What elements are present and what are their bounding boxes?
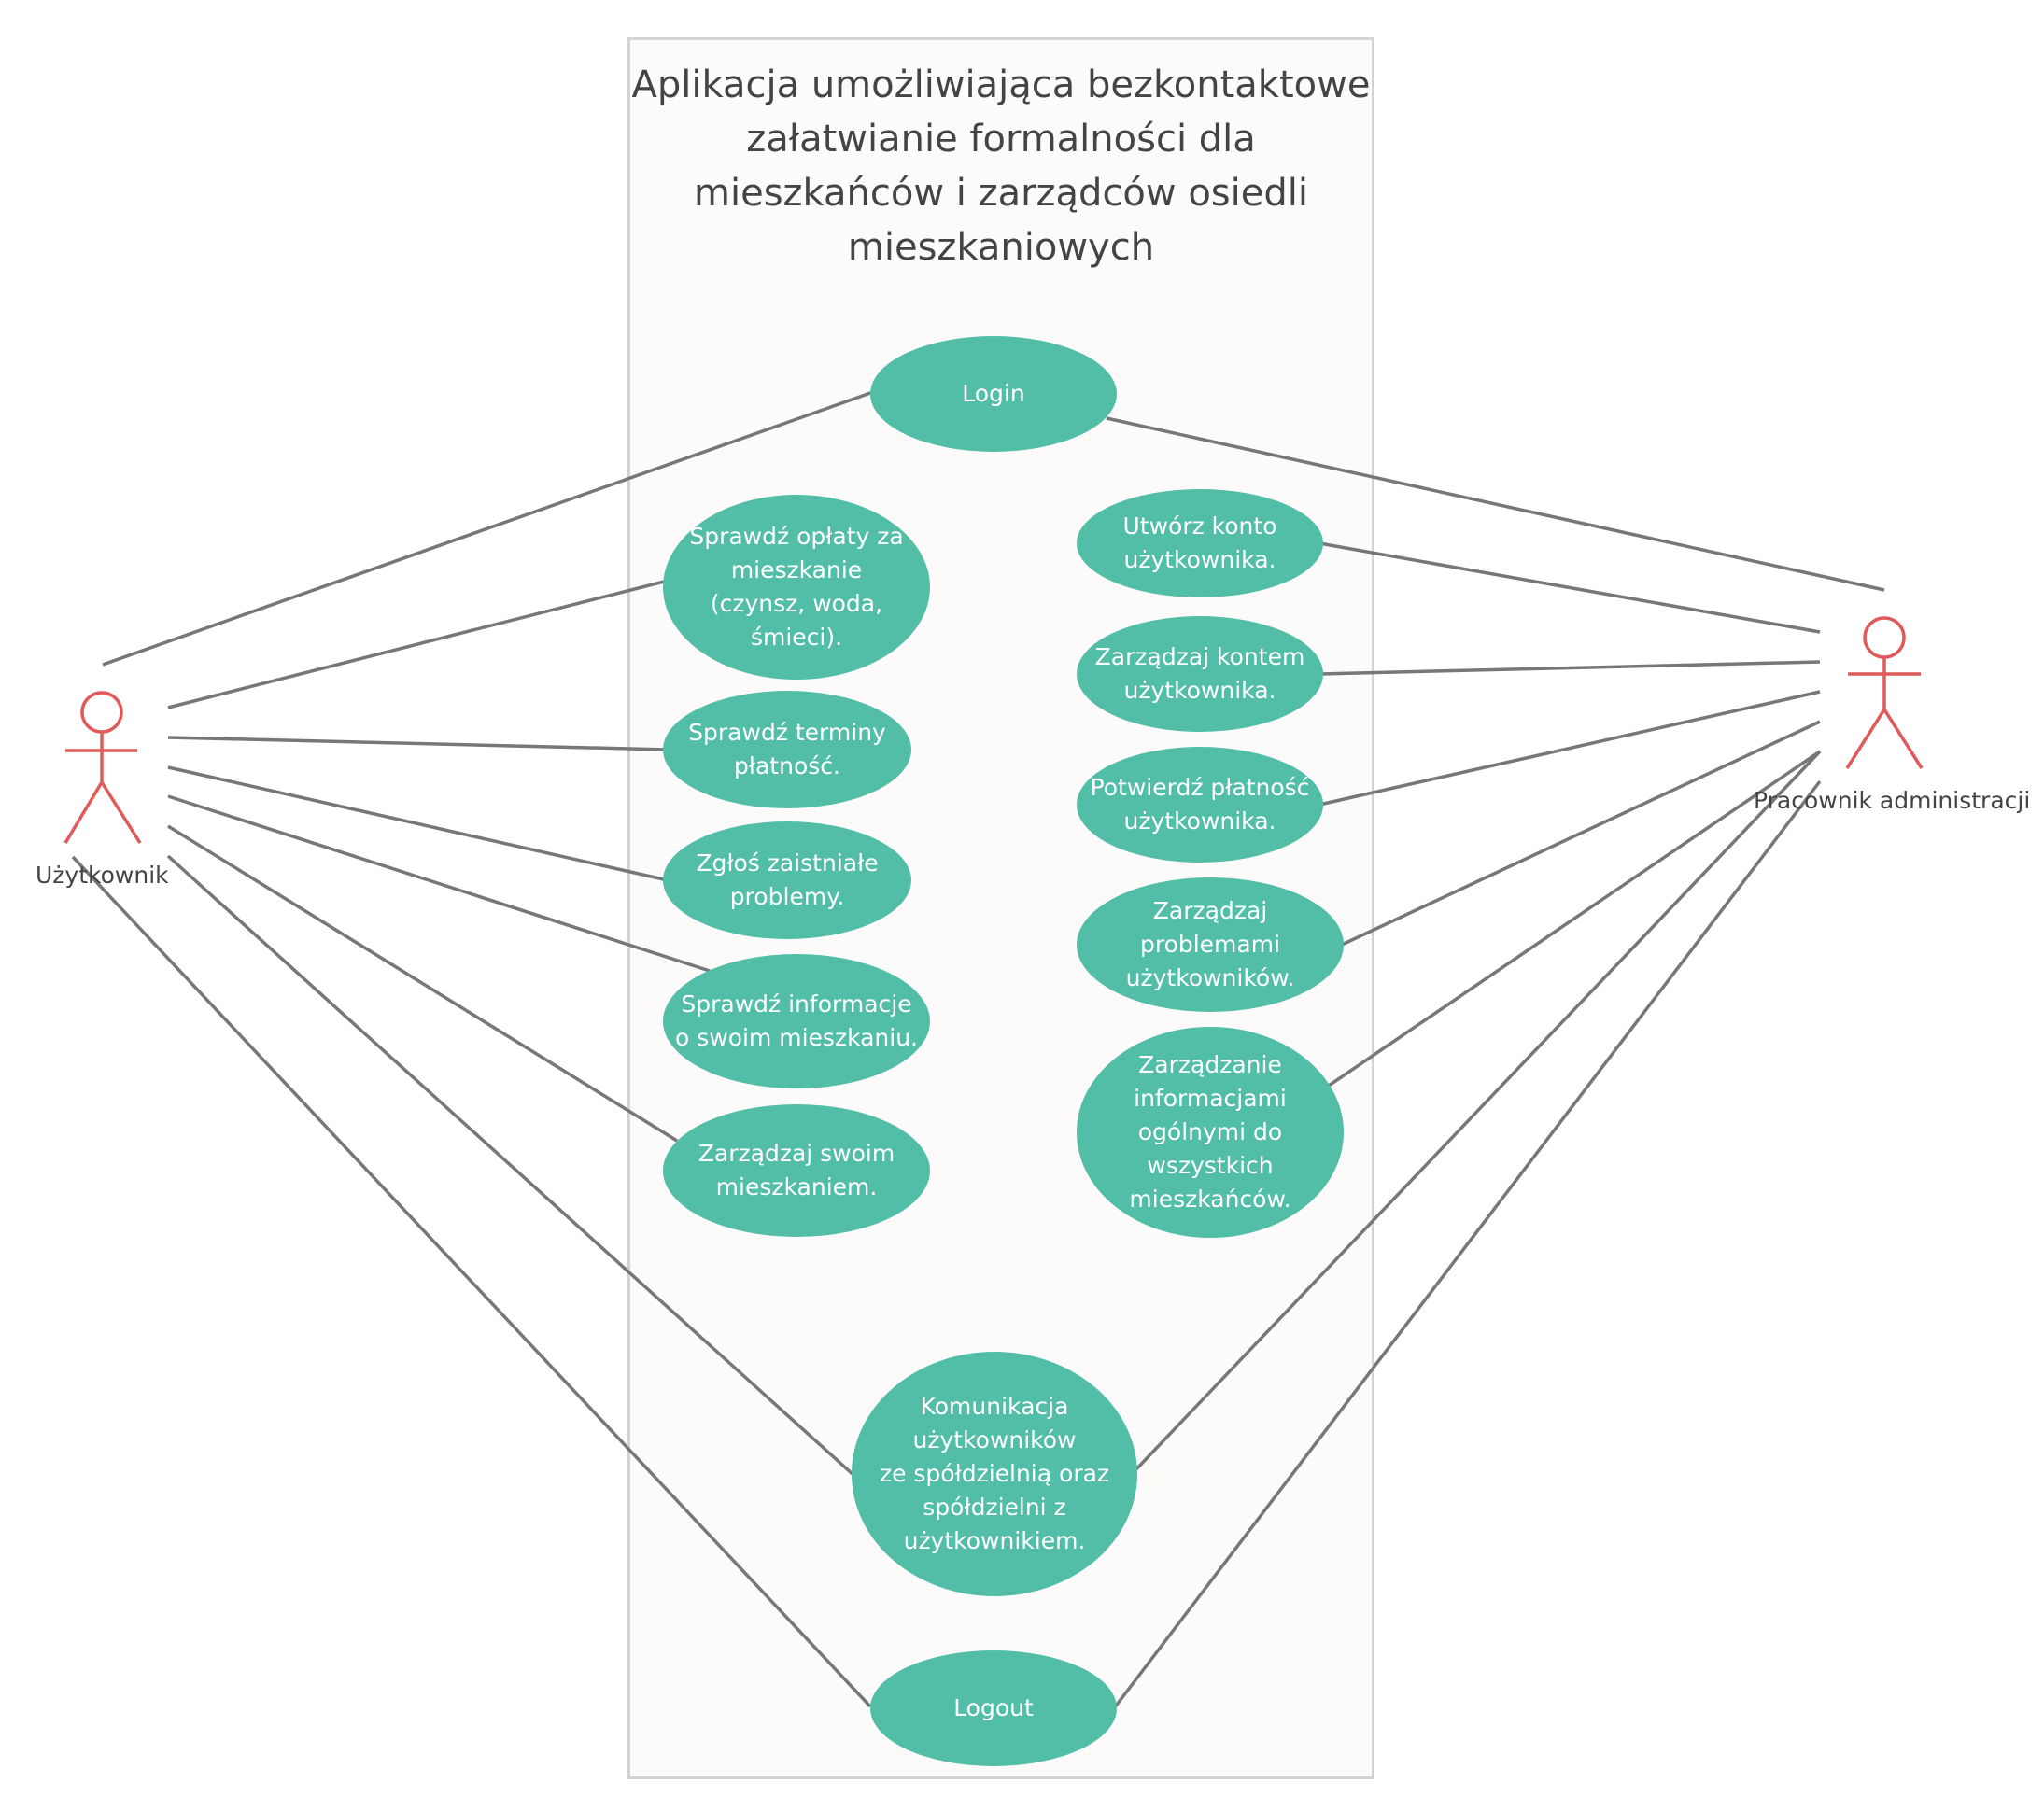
actor-admin [1845,616,1924,769]
use-case-manage-general-info-label: Zarządzanie informacjami ogólnymi do wsz… [1129,1051,1291,1213]
assoc-admin-manage-account [1318,660,1821,676]
use-case-manage-general-info[interactable]: Zarządzanie informacjami ogólnymi do wsz… [1077,1027,1344,1238]
actor-user-head [80,691,123,734]
assoc-admin-confirm-payment [1318,690,1821,807]
use-case-check-info-label: Sprawdź informacje o swoim mieszkaniu. [674,990,919,1051]
use-case-manage-problems[interactable]: Zarządzaj problemami użytkowników. [1077,877,1344,1012]
use-case-confirm-payment[interactable]: Potwierdź płatność użytkownika. [1077,747,1323,863]
use-case-communication-label: Komunikacja użytkowników ze spółdzielnią… [879,1393,1110,1554]
title-line-4: mieszkaniowych [847,226,1155,269]
use-case-manage-account-label: Zarządzaj kontem użytkownika. [1094,643,1305,704]
use-case-logout[interactable]: Logout [870,1650,1117,1766]
use-case-check-deadlines[interactable]: Sprawdź terminy płatność. [663,691,911,808]
actor-admin-left-leg [1845,709,1886,769]
assoc-user-report-problems [167,765,669,882]
actor-admin-label: Pracownik administracji [1754,787,2031,814]
actor-admin-right-leg [1882,709,1924,769]
use-case-manage-account[interactable]: Zarządzaj kontem użytkownika. [1077,616,1323,732]
actor-user [63,691,142,844]
use-case-logout-label: Logout [953,1694,1034,1721]
use-case-login[interactable]: Login [870,336,1117,452]
system-title: Aplikacja umożliwiająca bezkontaktowe za… [627,58,1374,274]
assoc-user-logout [71,855,872,1708]
assoc-admin-manage-problems [1341,720,1821,947]
use-case-check-deadlines-label: Sprawdź terminy płatność. [688,719,886,779]
title-line-3: mieszkańców i zarządców osiedli [694,172,1308,215]
use-case-check-info[interactable]: Sprawdź informacje o swoim mieszkaniu. [663,954,930,1088]
use-case-manage-flat[interactable]: Zarządzaj swoim mieszkaniem. [663,1104,930,1237]
use-case-check-fees-label: Sprawdź opłaty za mieszkanie (czynsz, wo… [689,523,904,651]
use-case-create-account[interactable]: Utwórz konto użytkownika. [1077,489,1323,597]
assoc-user-check-deadlines [167,736,669,751]
assoc-user-check-info [167,794,711,973]
actor-user-right-leg [100,781,142,844]
title-line-2: załatwianie formalności dla [746,118,1256,161]
assoc-admin-login [1106,416,1885,592]
assoc-user-communication [166,854,855,1477]
use-case-manage-problems-label: Zarządzaj problemami użytkowników. [1125,897,1295,991]
use-case-create-account-label: Utwórz konto użytkownika. [1122,512,1277,573]
use-case-login-label: Login [962,380,1025,407]
assoc-user-manage-flat [167,824,678,1143]
assoc-user-check-fees [167,579,669,709]
actor-user-left-leg [63,781,104,844]
actor-user-label: Użytkownik [35,862,169,889]
assoc-user-login [102,390,874,667]
use-case-communication[interactable]: Komunikacja użytkowników ze spółdzielnią… [852,1352,1137,1596]
actor-admin-head [1863,616,1906,659]
use-case-confirm-payment-label: Potwierdź płatność użytkownika. [1090,774,1310,835]
use-case-report-problems[interactable]: Zgłoś zaistniałe problemy. [663,821,911,939]
assoc-admin-communication [1131,750,1822,1475]
use-case-report-problems-label: Zgłoś zaistniałe problemy. [696,849,879,910]
assoc-admin-create-account [1318,541,1821,634]
assoc-admin-manage-general-info [1325,750,1821,1089]
assoc-admin-logout [1112,779,1822,1710]
use-case-manage-flat-label: Zarządzaj swoim mieszkaniem. [698,1140,895,1200]
use-case-check-fees[interactable]: Sprawdź opłaty za mieszkanie (czynsz, wo… [663,495,930,680]
title-line-1: Aplikacja umożliwiająca bezkontaktowe [631,63,1371,106]
